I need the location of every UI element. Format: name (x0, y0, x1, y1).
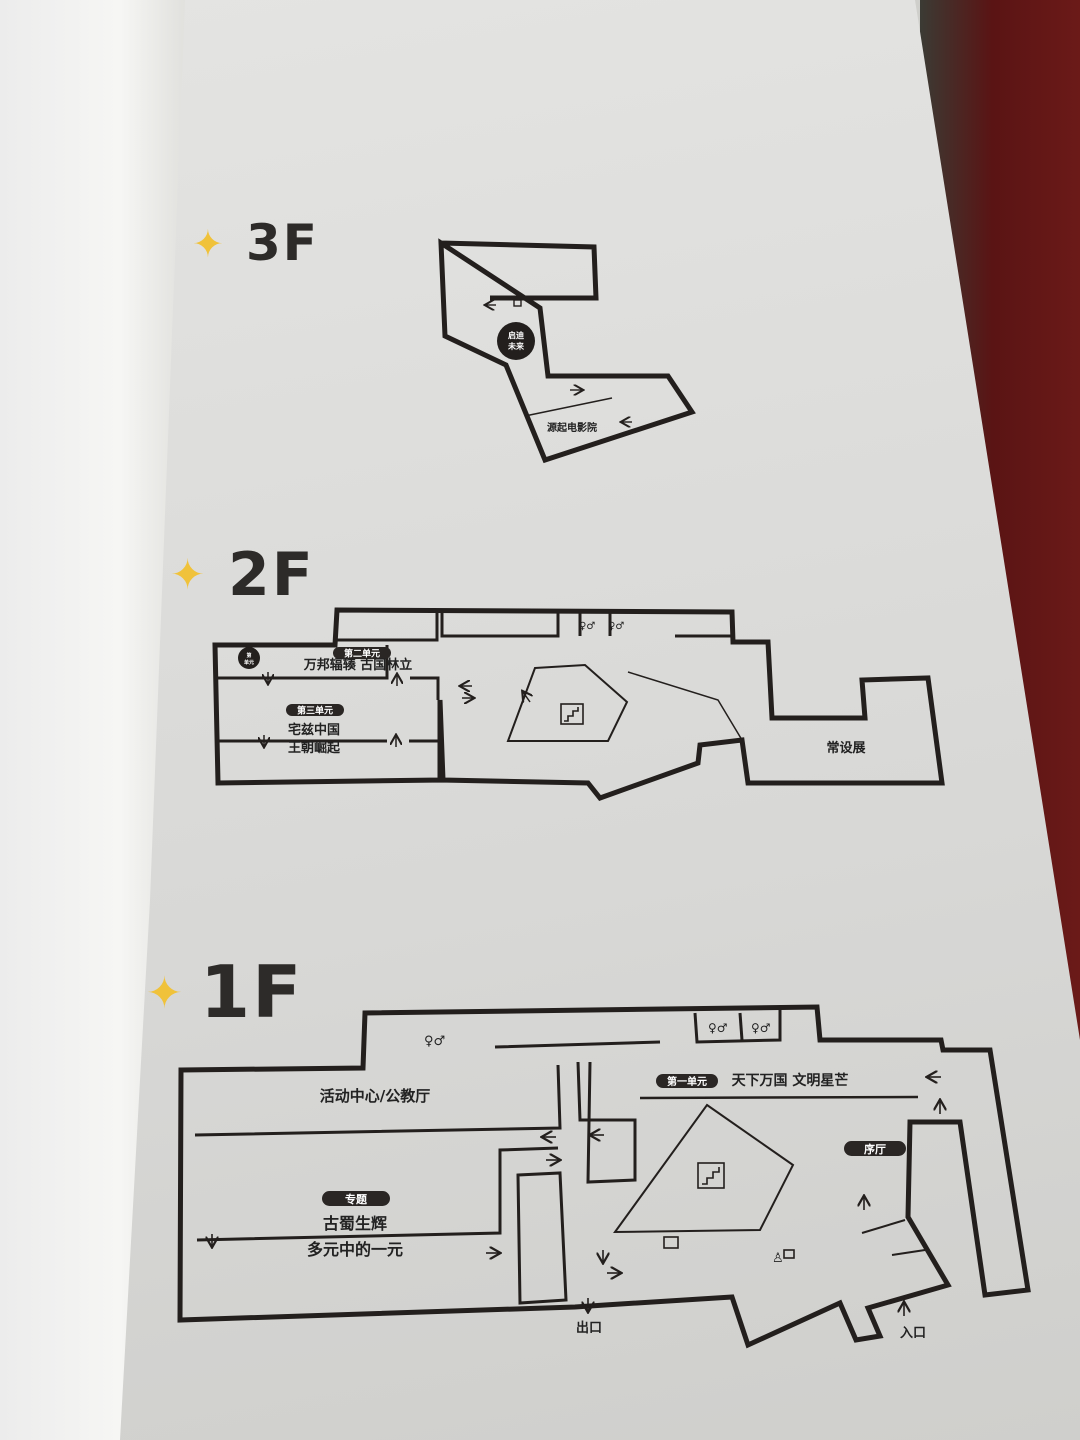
exit-label: 出口 (576, 1320, 602, 1336)
restroom-icon: ♀♂ (708, 1021, 728, 1035)
qiji-label-1: 启迪 (508, 330, 524, 340)
special-pill (322, 1191, 390, 1206)
floor-title-1f: 1F (200, 950, 304, 1034)
floor-3f-divider (524, 397, 613, 417)
sparkle-icon: ✦ (192, 222, 224, 266)
floor-1f-corridor (516, 1171, 568, 1305)
restroom-icon: ♀♂ (424, 1034, 445, 1049)
unit1-pill-label: 第一单元 (667, 1075, 707, 1088)
floor-2f-partition (627, 671, 743, 741)
qiji-label-2: 未来 (507, 341, 525, 351)
floor-1f-atrium (613, 1103, 795, 1234)
unit1-pill (656, 1074, 718, 1088)
floor-1f-wall (940, 1120, 960, 1290)
floor-1f-plan (177, 1004, 1031, 1349)
floor-1f-wall (639, 1095, 919, 1100)
unit3-name-2: 王朝崛起 (288, 740, 341, 756)
qiji-badge (497, 322, 535, 360)
special-name-2: 多元中的一元 (307, 1240, 403, 1259)
cinema-label: 源起电影院 (547, 421, 597, 434)
floor-title-2f: 2F (228, 540, 315, 610)
shop-icon (663, 1236, 679, 1249)
lobby-pill (844, 1141, 906, 1156)
floor-2f-wall (440, 612, 560, 638)
floor-1f-wall (861, 1219, 906, 1234)
sparkle-icon: ✦ (146, 968, 183, 1019)
info-desk-icon (783, 1249, 795, 1259)
arrow-icon (523, 692, 530, 702)
floor-2f-wall (337, 612, 439, 642)
lobby-pill-label: 序厅 (864, 1142, 886, 1156)
floor-1f-wall (196, 1146, 559, 1242)
info-desk-icon (513, 299, 522, 307)
floor-3f-arrows (486, 299, 632, 422)
floor-2f-plan (212, 607, 945, 801)
unit2-name: 万邦辐辏 古国林立 (303, 657, 413, 673)
floor-1f-wall (576, 1061, 637, 1184)
unit1-name: 天下万国 文明星芒 (732, 1072, 849, 1089)
floor-1f-wall (738, 1012, 744, 1041)
unit-badge (238, 647, 260, 669)
floor-3f-outline (438, 238, 696, 464)
entrance-label: 入口 (900, 1326, 926, 1341)
permanent-exhibition-label: 常设展 (826, 740, 866, 756)
floor-2f-arrows (264, 672, 530, 747)
floor-2f-atrium (506, 663, 629, 742)
floor-1f-wall (365, 1065, 430, 1068)
special-name-1: 古蜀生辉 (323, 1214, 387, 1233)
unit-badge-label-1: 第 (246, 652, 251, 659)
floor-2f-wall (578, 612, 732, 638)
floor-1f-outline (177, 1004, 1031, 1349)
unit2-pill (333, 647, 391, 659)
unit3-pill (286, 704, 344, 716)
unit-badge-label-2: 单元 (244, 659, 254, 666)
sparkle-icon: ✦ (170, 550, 206, 599)
unit3-name-1: 宅兹中国 (288, 722, 340, 738)
unit2-pill-label: 第二单元 (344, 648, 380, 660)
activity-center-label: 活动中心/公教厅 (320, 1087, 430, 1105)
floor-1f-wall (891, 1249, 926, 1256)
stairs-icon (560, 703, 584, 725)
stairs-icon (697, 1162, 725, 1189)
floor-title-3f: 3F (246, 214, 319, 272)
special-pill-label: 专题 (345, 1192, 368, 1206)
floor-2f-outline (212, 607, 945, 801)
restroom-icon: ♀♂ (608, 621, 624, 632)
floor-2f-wall (410, 676, 440, 700)
unit3-pill-label: 第三单元 (297, 705, 333, 717)
restroom-icon: ♀♂ (751, 1021, 771, 1035)
restroom-icon: ♀♂ (579, 621, 595, 632)
floor-3f-plan (438, 238, 696, 464)
floor-1f-wall (194, 1064, 562, 1137)
floor-1f-wall (494, 1010, 782, 1049)
floor-1f-arrows (212, 1077, 941, 1316)
info-person-icon: ♙ (772, 1251, 784, 1266)
